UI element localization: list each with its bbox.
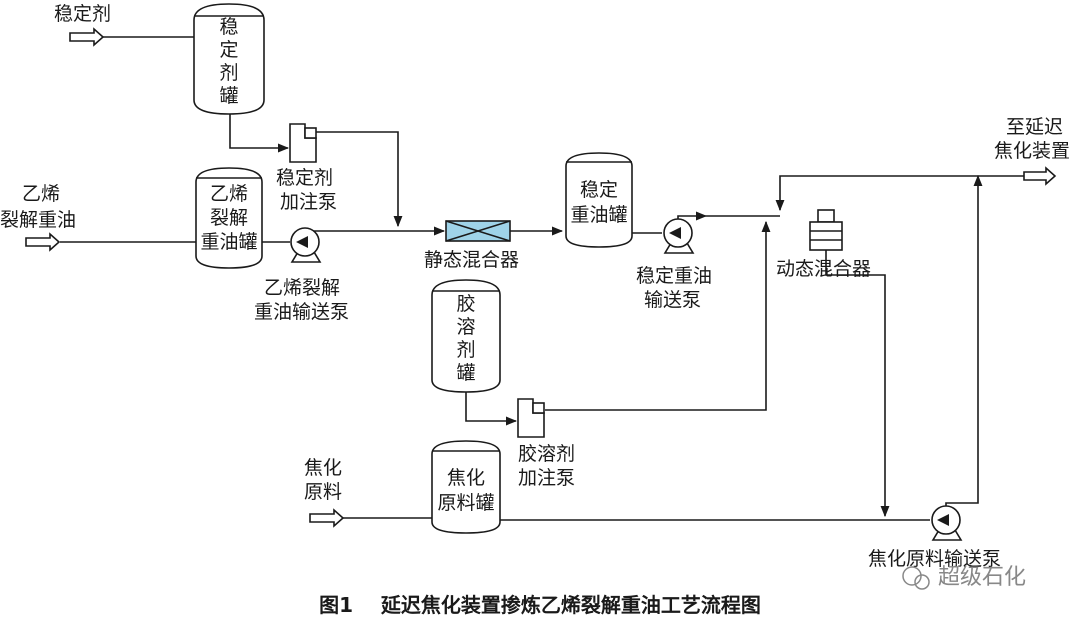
wechat-logo-icon: [902, 566, 922, 586]
stabilizer-pump-label-2: 加注泵: [280, 191, 337, 213]
coking-feed-pump-icon: [931, 505, 963, 541]
recycle-to-mixer-line: [775, 175, 978, 212]
stabilizer-tank-label-4: 罐: [219, 85, 238, 107]
cracked-oil-tank-label-1: 乙烯: [210, 183, 248, 205]
coking-feed-tank: 焦化 原料罐: [431, 440, 501, 534]
stabilizer-tank-outlet-line: [229, 112, 290, 153]
outlet-label-1: 至延迟: [1006, 116, 1063, 138]
coking-pump-return-line: [945, 174, 983, 506]
gum-solvent-tank-outlet-line: [465, 391, 518, 426]
cracked-oil-pump-icon: [290, 227, 322, 263]
watermark: 超级石化: [902, 565, 1026, 590]
cracked-oil-tank-label-2: 裂解: [210, 207, 248, 229]
dynamic-mixer-label: 动态混合器: [776, 258, 871, 280]
stable-pump-to-junction-line: [677, 211, 708, 221]
cracked-oil-feed-label-1: 乙烯: [22, 183, 60, 205]
stable-oil-tank: 稳定 重油罐: [565, 152, 633, 248]
outlet-arrow-icon: [1023, 166, 1057, 186]
stable-oil-pump-icon: [663, 218, 695, 254]
stabilizer-dosing-pump-icon: [289, 123, 317, 163]
cracked-oil-pump-label-1: 乙烯裂解: [264, 277, 340, 299]
gum-solvent-tank-label-2: 溶: [456, 316, 475, 338]
stable-oil-pump-label-1: 稳定重油: [636, 265, 712, 287]
stabilizer-tank-label-3: 剂: [219, 62, 238, 84]
cracked-oil-tank-label-3: 重油罐: [200, 231, 257, 253]
stable-oil-tank-label-1: 稳定: [580, 179, 618, 201]
gum-solvent-dosing-pump-icon: [517, 398, 545, 438]
figure-caption: 图1 延迟焦化装置掺炼乙烯裂解重油工艺流程图: [319, 593, 761, 617]
cracked-oil-pump-label-2: 重油输送泵: [254, 301, 349, 323]
cracked-oil-pump-to-mixer-line: [304, 226, 446, 236]
stabilizer-to-mixer-line: [316, 131, 403, 228]
coking-feed-label-1: 焦化: [304, 457, 342, 479]
stabilizer-tank-label-1: 稳: [219, 16, 238, 38]
coking-feed-tank-label-1: 焦化: [447, 467, 485, 489]
gum-solvent-to-header-line: [545, 220, 771, 411]
watermark-text: 超级石化: [938, 565, 1026, 590]
static-mixer-icon: [445, 220, 511, 242]
feed-arrows: [25, 27, 1057, 528]
stabilizer-tank: 稳 定 剂 罐: [193, 3, 265, 115]
stable-oil-tank-label-2: 重油罐: [570, 204, 627, 226]
gum-solvent-pump-label-1: 胶溶剂: [518, 443, 575, 465]
cracked-oil-feed-arrow-icon: [25, 232, 61, 252]
gum-solvent-tank-label-3: 剂: [456, 339, 475, 361]
static-mixer-label: 静态混合器: [424, 249, 519, 271]
outlet-label-2: 焦化装置: [994, 140, 1070, 162]
cracked-oil-tank: 乙烯 裂解 重油罐: [195, 167, 263, 269]
gum-solvent-pump-label-2: 加注泵: [518, 467, 575, 489]
dynamic-mixer-outlet-line: [825, 250, 890, 518]
coking-feed-arrow-icon: [309, 508, 345, 528]
gum-solvent-tank: 胶 溶 剂 罐: [431, 279, 501, 393]
labels: 稳定剂 乙烯 裂解重油 稳定剂 加注泵 乙烯裂解 重油输送泵 静态混合器 稳定重…: [0, 3, 1070, 570]
dynamic-mixer-icon: [809, 209, 843, 251]
stabilizer-tank-label-2: 定: [219, 39, 238, 61]
stabilizer-feed-label: 稳定剂: [54, 3, 111, 25]
stable-oil-pump-label-2: 输送泵: [644, 289, 701, 311]
stabilizer-pump-label-1: 稳定剂: [276, 167, 333, 189]
coking-feed-label-2: 原料: [304, 481, 342, 503]
stabilizer-feed-arrow-icon: [69, 27, 105, 47]
coking-feed-pump-label: 焦化原料输送泵: [868, 548, 1001, 570]
gum-solvent-tank-label-1: 胶: [456, 293, 475, 315]
cracked-oil-feed-label-2: 裂解重油: [0, 209, 76, 231]
gum-solvent-tank-label-4: 罐: [456, 362, 475, 384]
coking-feed-tank-label-2: 原料罐: [437, 492, 494, 514]
